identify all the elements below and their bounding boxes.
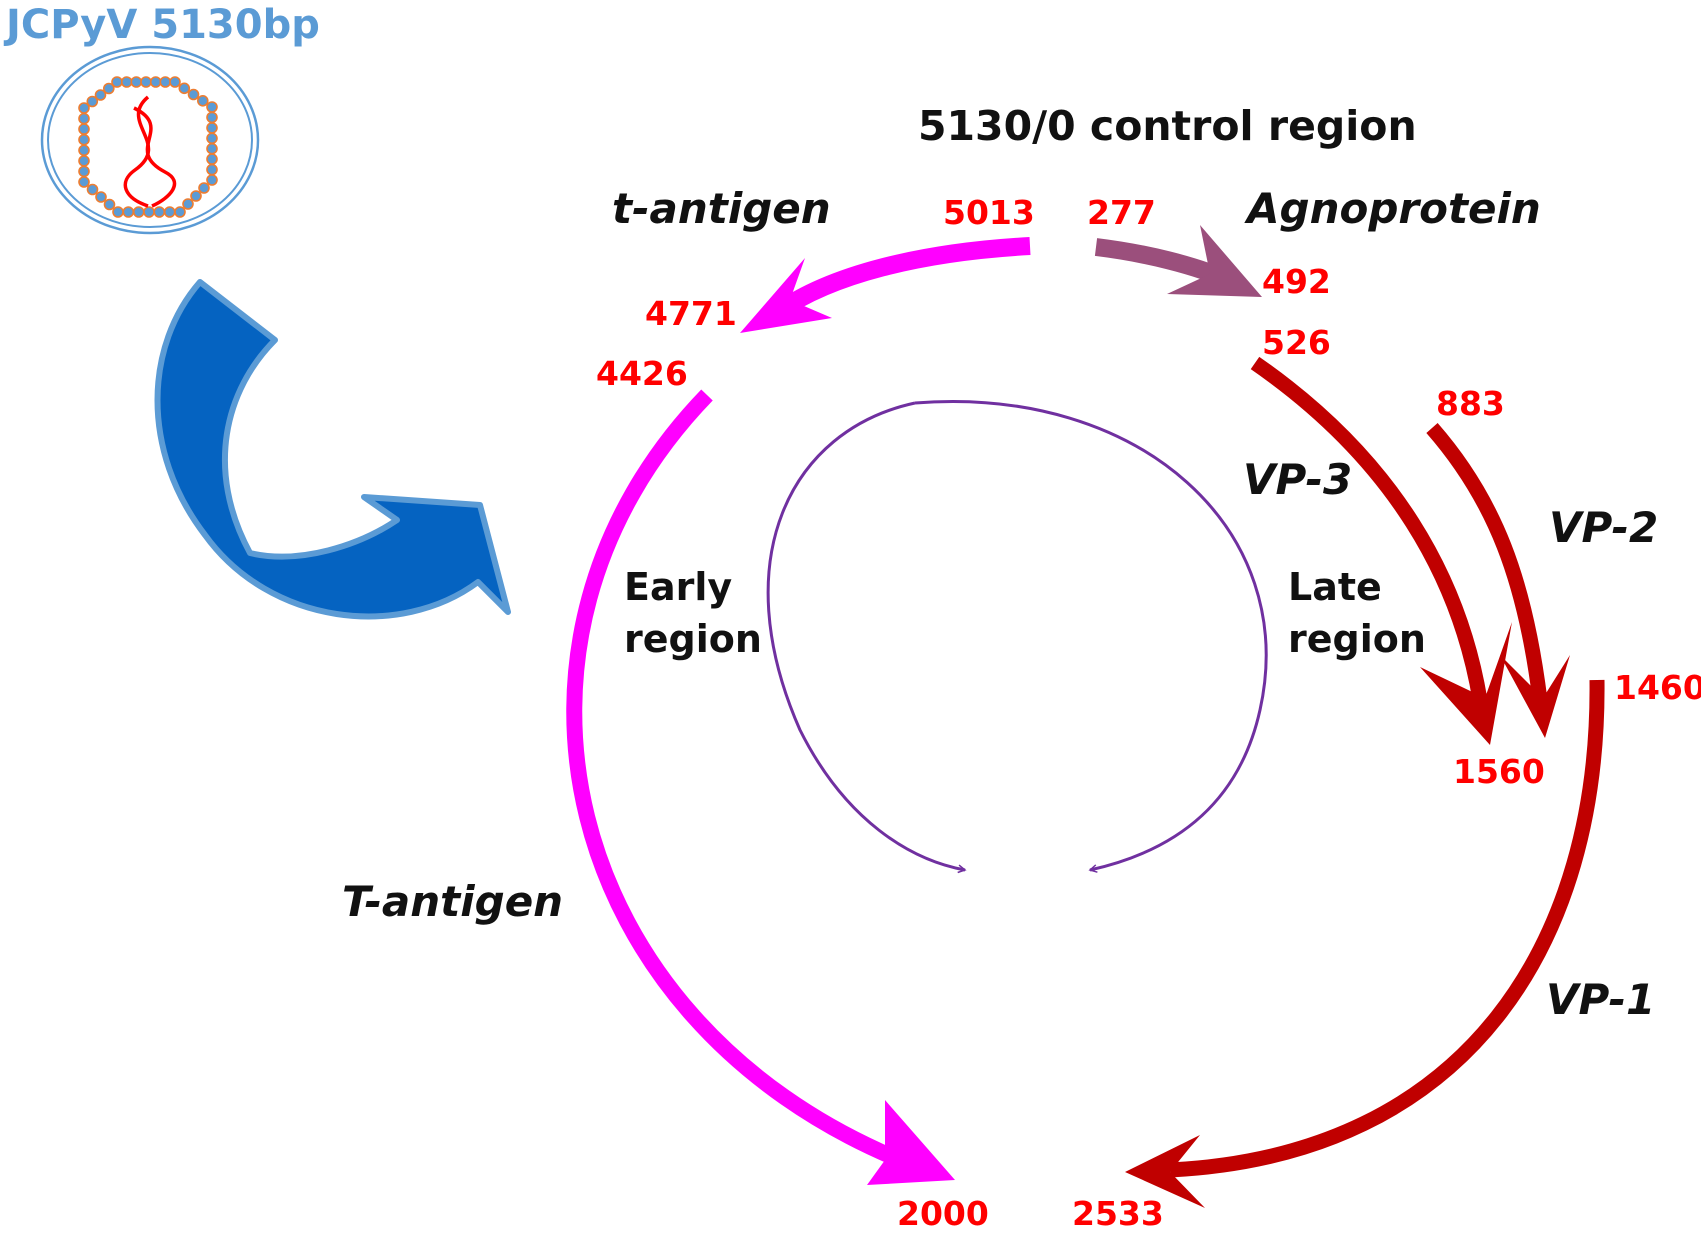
T-antigen-arrow [566, 389, 904, 1168]
capsomer-icon [198, 182, 210, 194]
t-antigen-arrow [772, 237, 1031, 320]
capsomer-icon [197, 95, 209, 107]
early-region-line2: region [624, 617, 762, 661]
capsomer-icon [78, 144, 90, 157]
vp2-label: VP-2 [1549, 503, 1659, 552]
agnoprotein-label: Agnoprotein [1247, 184, 1541, 233]
position-5013: 5013 [943, 193, 1035, 232]
capsomer-icon [78, 112, 90, 125]
capsomer-icon [206, 111, 218, 124]
late-region-line1: Late [1288, 565, 1382, 609]
capsomer-icon [206, 101, 218, 113]
t-antigen-arrowhead-icon [740, 258, 832, 333]
capsomer-icon [159, 76, 172, 88]
capsomer-icon [86, 95, 99, 108]
capsomer-icon [122, 206, 135, 218]
capsomer-icon [78, 165, 90, 178]
capsomer-icon [103, 82, 115, 95]
capsomer-icon [182, 198, 194, 210]
T-antigen-label: T-antigen [342, 877, 564, 926]
capsomer-icon [163, 206, 176, 218]
vp2-arrow [1426, 423, 1548, 701]
capsomer-icon [178, 82, 191, 95]
capsomer-icon [95, 191, 107, 203]
position-1560: 1560 [1453, 752, 1545, 791]
capsomer-icon [103, 198, 116, 211]
late-region-label: Late region [1288, 561, 1426, 665]
late-region-line2: region [1288, 617, 1426, 661]
capsomer-icon [130, 76, 143, 88]
position-526: 526 [1262, 323, 1331, 362]
position-4426: 4426 [596, 354, 688, 393]
position-2000: 2000 [897, 1194, 989, 1233]
agnoprotein-arrowhead-icon [1167, 225, 1262, 297]
capsomer-icon [153, 206, 166, 218]
vp2-arrowhead-icon [1500, 655, 1570, 738]
capsomer-icon [86, 183, 99, 196]
capsomer-icon [120, 76, 133, 88]
capsomer-icon [112, 206, 124, 218]
capsomer-icon [149, 76, 162, 88]
capsomer-icon [78, 102, 90, 114]
capsomer-icon [78, 155, 90, 167]
vp3-arrowhead-icon [1420, 622, 1512, 745]
t-antigen-label: t-antigen [612, 184, 831, 233]
capsomer-icon [78, 133, 90, 146]
vp3-label: VP-3 [1243, 455, 1353, 504]
position-883: 883 [1436, 384, 1505, 423]
capsomer-icon [187, 88, 200, 101]
capsomer-icon [206, 142, 218, 155]
capsomer-icon [78, 123, 90, 135]
capsid-icon [78, 76, 218, 218]
position-1460: 1460 [1614, 668, 1701, 707]
early-region-line1: Early [624, 565, 733, 609]
blue-curved-arrow-icon [154, 279, 511, 620]
vp3-arrow [1250, 356, 1488, 702]
capsomer-icon [206, 132, 218, 145]
capsomer-icon [206, 122, 218, 134]
capsomer-icon [78, 176, 90, 188]
capsomer-icon [169, 76, 181, 88]
position-492: 492 [1262, 262, 1331, 301]
virion-icon [40, 45, 260, 235]
position-2533: 2533 [1072, 1194, 1164, 1233]
early-region-label: Early region [624, 561, 762, 665]
capsomer-icon [140, 76, 152, 88]
capsomer-icon [143, 206, 155, 218]
vp1-arrowhead-icon [1125, 1135, 1205, 1208]
dna-helix-icon [123, 95, 177, 208]
capsomer-icon [206, 174, 218, 186]
late-inner-arrow [914, 400, 1268, 870]
position-4771: 4771 [645, 294, 737, 333]
capsomer-icon [94, 89, 107, 101]
vp1-arrow [1169, 679, 1605, 1178]
position-277: 277 [1087, 193, 1156, 232]
capsomer-icon [174, 206, 186, 218]
capsomer-icon [132, 206, 145, 218]
capsomer-icon [190, 190, 202, 202]
T-antigen-arrowhead-icon [867, 1100, 955, 1185]
early-inner-arrow [766, 401, 965, 870]
capsomer-icon [206, 163, 218, 176]
control-region-label: 5130/0 control region [918, 102, 1417, 150]
vp1-label: VP-1 [1546, 975, 1656, 1024]
genome-title: JCPyV 5130bp [6, 2, 320, 48]
capsomer-icon [206, 153, 218, 165]
